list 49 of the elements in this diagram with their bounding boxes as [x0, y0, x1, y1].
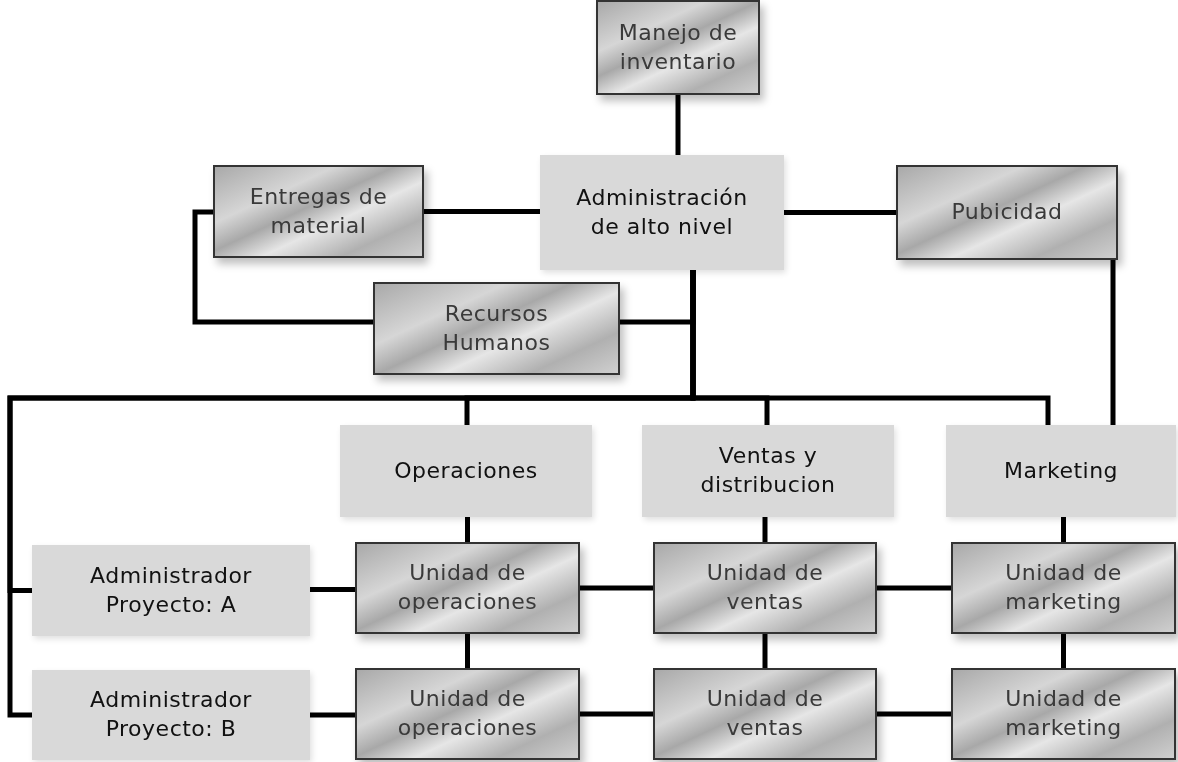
connector-line [762, 634, 768, 668]
box-label: Unidad de ventas [705, 685, 825, 742]
connector-line [465, 634, 470, 668]
connector-line [784, 210, 896, 215]
connector-line [424, 209, 540, 214]
unit-box [213, 165, 424, 258]
connector-line [877, 711, 951, 717]
box-label: Recursos Humanos [441, 299, 552, 357]
unit-box [896, 165, 1118, 260]
box-label: Marketing [1003, 456, 1119, 485]
connector-line [877, 585, 951, 591]
department-box [540, 155, 784, 270]
department-box [32, 670, 310, 760]
unit-box [653, 668, 877, 760]
box-label: Unidad de ventas [705, 559, 825, 616]
connector-line [310, 587, 355, 592]
unit-box [355, 542, 580, 634]
department-box [340, 425, 592, 517]
box-label: Unidad de marketing [1004, 685, 1123, 742]
unit-box [653, 542, 877, 634]
connector-line [1110, 260, 1116, 425]
box-label: Unidad de marketing [1004, 559, 1123, 616]
box-label: Manejo de inventario [617, 18, 739, 76]
department-box [642, 425, 894, 517]
box-label: Operaciones [394, 456, 538, 485]
connector-line [1061, 634, 1066, 668]
box-label: Administrador Proyecto: A [89, 561, 253, 619]
department-box [946, 425, 1176, 517]
box-label: Administración de alto nivel [575, 183, 749, 241]
box-label: Administrador Proyecto: B [89, 686, 253, 743]
connector-line [192, 209, 373, 325]
box-label: Ventas y distribucion [699, 442, 837, 499]
connector-line [580, 585, 653, 591]
connector-line [310, 712, 355, 718]
unit-box [355, 668, 580, 760]
unit-box [373, 282, 620, 375]
unit-box [951, 542, 1176, 634]
connector-line [465, 517, 470, 542]
unit-box [596, 0, 760, 95]
connector-line [1061, 517, 1066, 542]
department-box [32, 545, 310, 636]
unit-box [951, 668, 1176, 760]
box-label: Unidad de operaciones [396, 559, 539, 616]
connector-line [762, 517, 768, 542]
box-label: Entregas de material [248, 182, 389, 240]
connector-line [580, 711, 653, 717]
box-label: Pubicidad [951, 198, 1063, 227]
box-label: Unidad de operaciones [396, 685, 539, 742]
connector-line [675, 95, 681, 155]
